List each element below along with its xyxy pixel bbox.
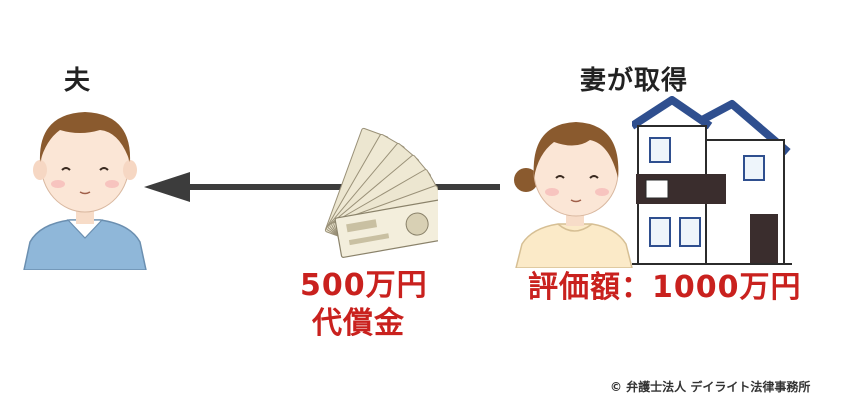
banknotes-icon xyxy=(324,127,438,258)
copyright-text: © 弁護士法人 デイライト法律事務所 xyxy=(610,380,811,394)
wife-figure xyxy=(514,122,633,268)
wife-label: 妻が取得 xyxy=(580,66,689,96)
payment-arrow xyxy=(144,172,500,202)
property-valuation: 評価額：1000万円 xyxy=(528,270,802,305)
husband-figure xyxy=(23,112,147,270)
payment-type: 代償金 xyxy=(312,306,405,341)
house-icon xyxy=(632,96,792,265)
payment-amount: 500万円 xyxy=(300,268,428,303)
husband-label: 夫 xyxy=(64,66,92,96)
